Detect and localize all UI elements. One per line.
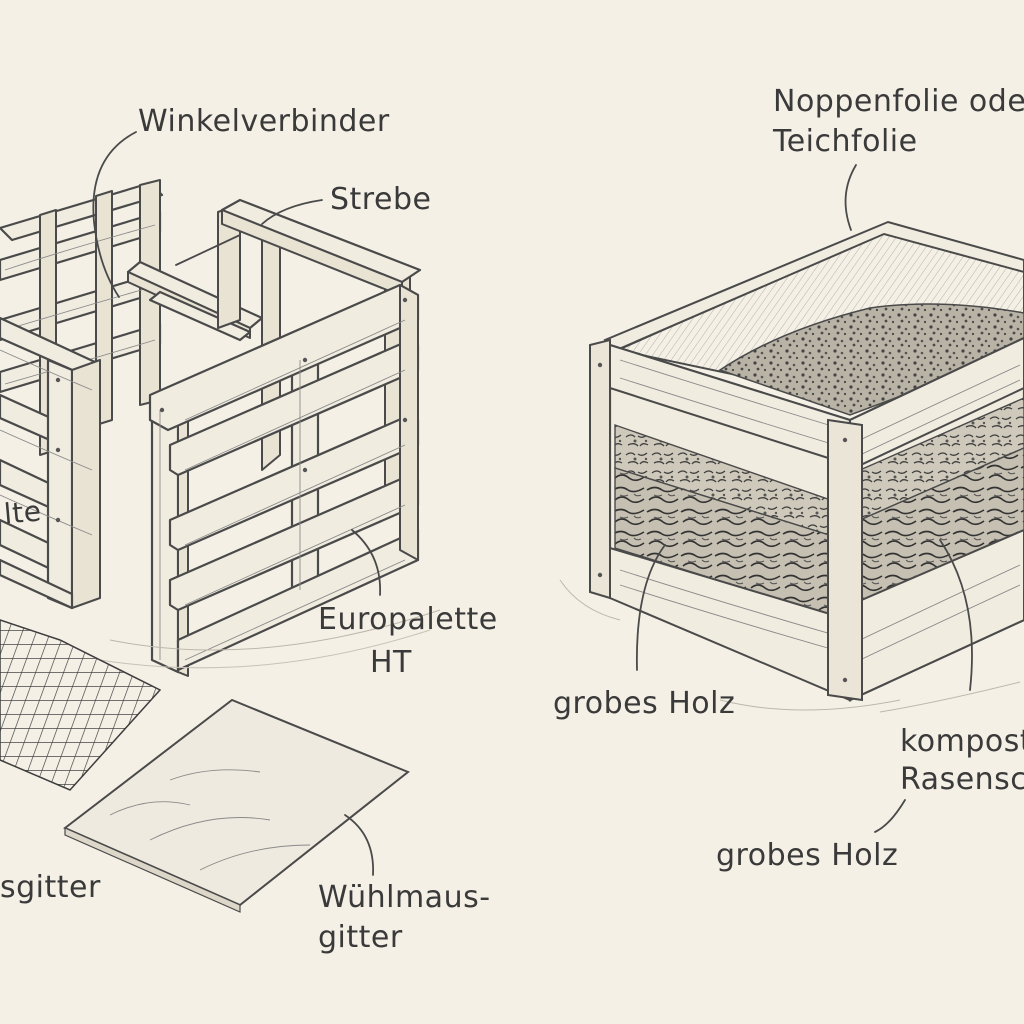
pallet-frame <box>0 179 441 677</box>
label-strebe: Strebe <box>330 182 432 217</box>
label-wuehlmaus-line2: gitter <box>318 920 403 955</box>
label-grobes-holz-2: grobes Holz <box>716 838 899 873</box>
raised-bed <box>559 220 1024 713</box>
label-grobes-holz-1: grobes Holz <box>553 686 736 721</box>
vole-screen-sheet <box>63 698 410 913</box>
wire-mesh <box>0 619 162 791</box>
label-noppenfolie-line2: Teichfolie <box>773 124 918 159</box>
label-kompost-line1: kompost <box>900 724 1024 759</box>
label-noppenfolie-line1: Noppenfolie oder <box>773 84 1024 119</box>
front-right-pallet <box>148 198 422 677</box>
leader-lines <box>92 131 973 876</box>
label-winkelverbinder: Winkelverbinder <box>138 104 390 139</box>
label-wuehlmaus-line1: Wühlmaus- <box>318 880 491 915</box>
label-pallet-stamp: lte <box>2 494 43 531</box>
label-gitter-left: sgitter <box>0 870 101 905</box>
label-europalette-line1: Europalette <box>318 602 498 637</box>
front-left-pallet <box>0 316 101 610</box>
label-kompost-line2: Rasensch <box>900 762 1024 797</box>
label-europalette-line2: HT <box>370 645 412 680</box>
